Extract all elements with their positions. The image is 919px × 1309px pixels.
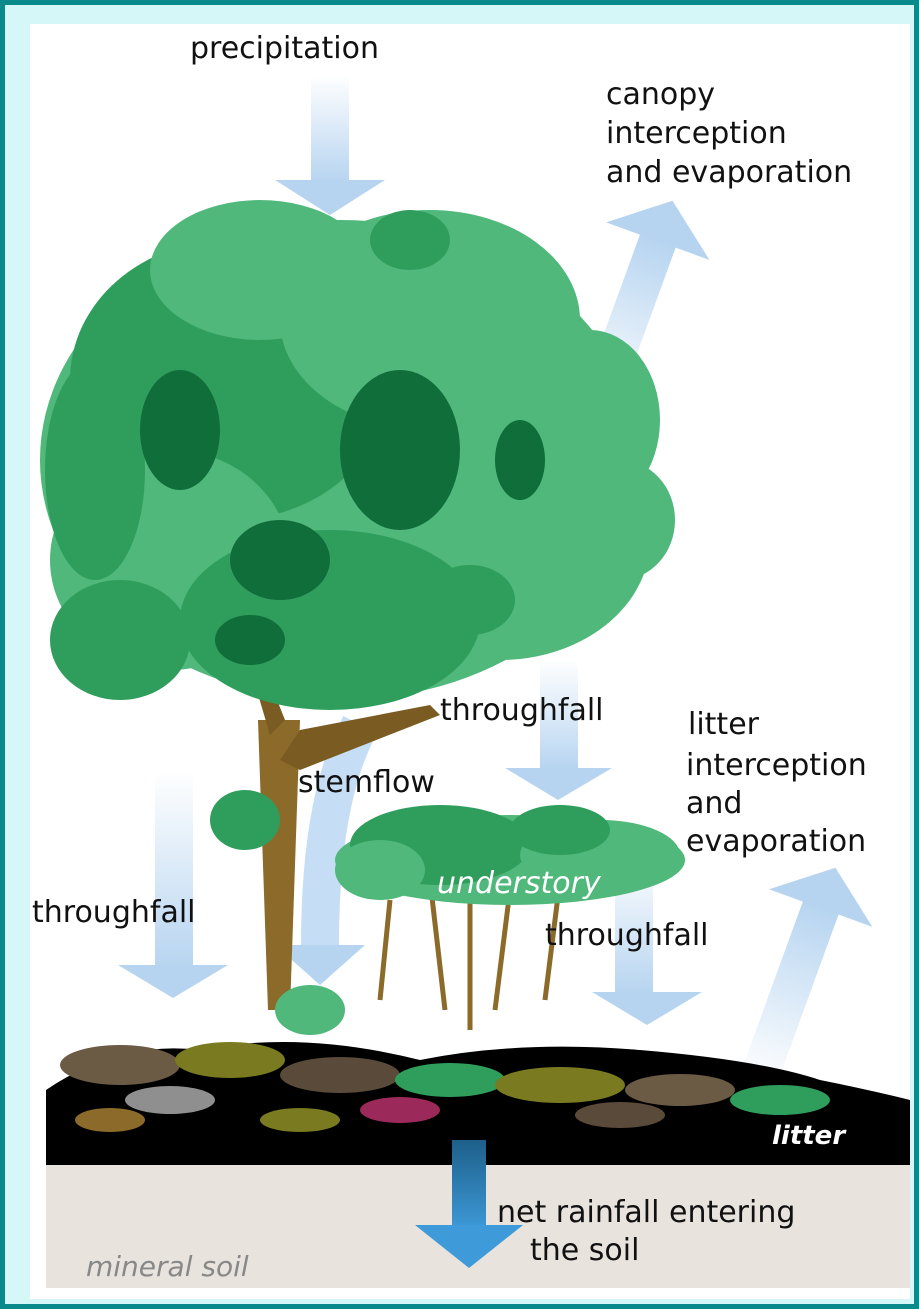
precipitation-label: precipitation [190, 31, 379, 66]
throughfall-upper-label: throughfall [440, 693, 604, 728]
throughfall-lower-label: throughfall [545, 918, 709, 953]
litter-layer-label: litter [772, 1121, 847, 1151]
canopy-label-line2: interception [606, 116, 787, 151]
litter-label-line2: interception [686, 748, 867, 783]
understory-label: understory [437, 866, 602, 901]
canopy-label-line1: canopy [606, 77, 715, 112]
net-rainfall-label-line1: net rainfall entering [497, 1195, 795, 1230]
litter-label-line3: and [686, 786, 742, 821]
stemflow-label: stemflow [298, 765, 435, 800]
canopy-label-line3: and evaporation [606, 155, 852, 190]
mineral-soil-label: mineral soil [86, 1250, 249, 1283]
litter-label-line1: litter [688, 707, 760, 742]
throughfall-left-label: throughfall [32, 895, 196, 930]
net-rainfall-label-line2: the soil [530, 1233, 639, 1268]
litter-label-line4: evaporation [686, 824, 866, 859]
